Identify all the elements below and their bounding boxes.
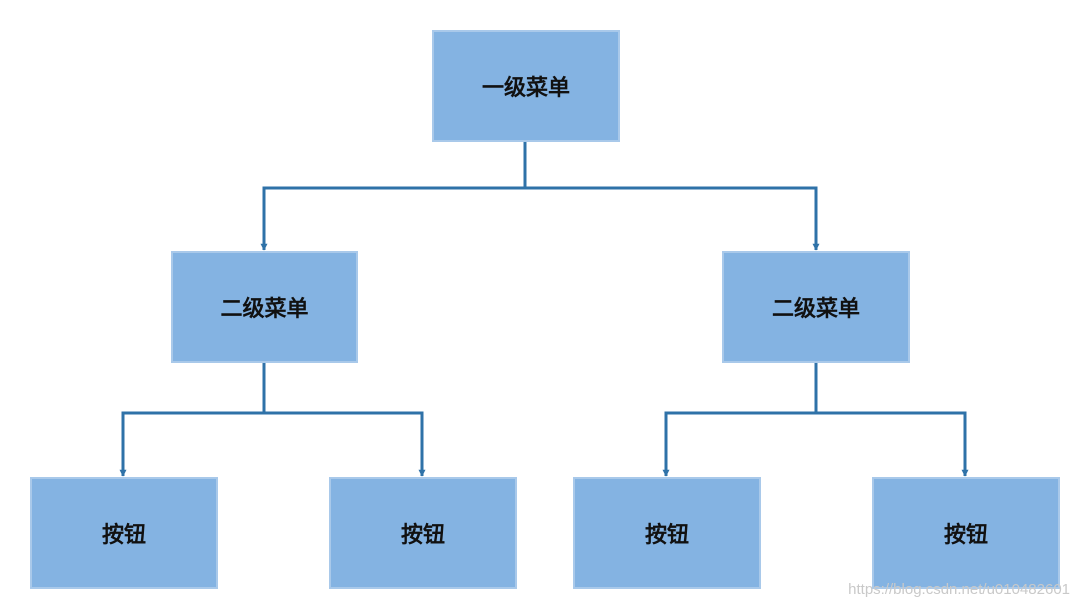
button-node-3: 按钮: [573, 477, 761, 589]
connector-root-to-right-submenu: [525, 186, 820, 251]
connector-left-submenu-to-button-1: [119, 363, 266, 477]
root-menu-node: 一级菜单: [432, 30, 620, 142]
watermark-text: https://blog.csdn.net/u010482601: [848, 581, 1070, 598]
submenu-node-left: 二级菜单: [171, 251, 358, 363]
button-node-1: 按钮: [30, 477, 218, 589]
button-node-2: 按钮: [329, 477, 517, 589]
connector-right-submenu-to-button-4: [816, 411, 969, 477]
connector-left-submenu-to-button-2: [264, 411, 426, 477]
button-node-4: 按钮: [872, 477, 1060, 589]
connector-right-submenu-to-button-3: [662, 363, 818, 477]
connector-root-to-left-submenu: [260, 142, 527, 251]
submenu-node-right: 二级菜单: [722, 251, 910, 363]
